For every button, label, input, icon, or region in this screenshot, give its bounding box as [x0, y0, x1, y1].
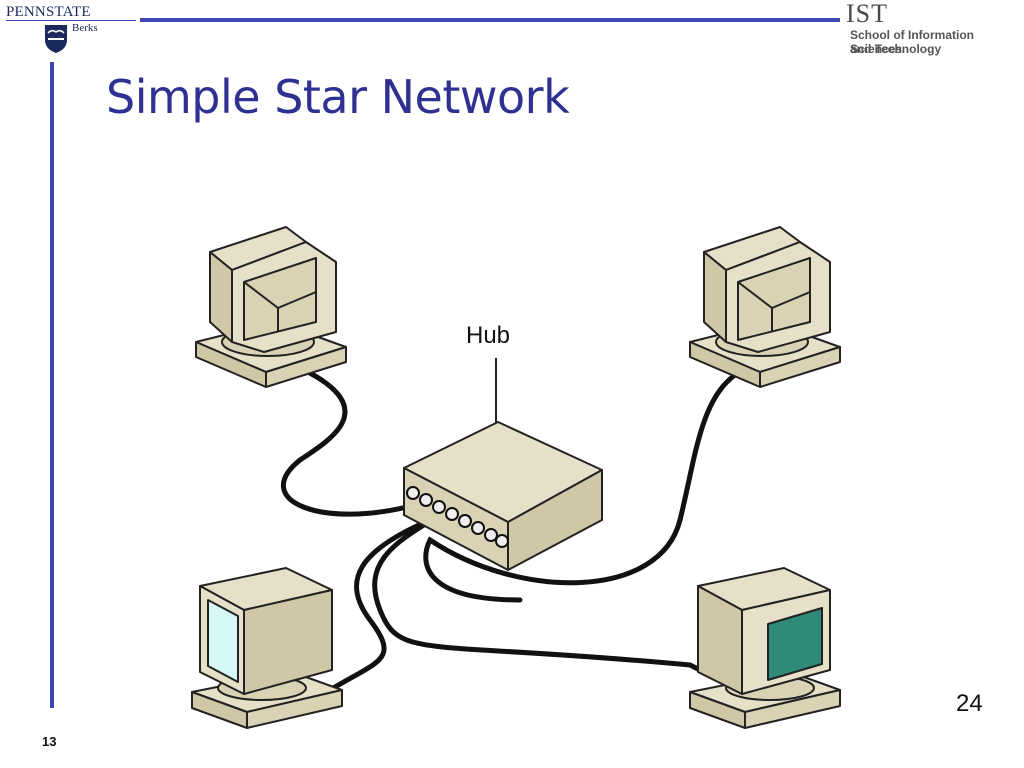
school-name-line1: School of Information Sciences [850, 28, 974, 56]
header-rule [140, 18, 840, 22]
slide-number: 13 [42, 734, 57, 749]
school-name-line2: and Technology [850, 42, 942, 56]
header-rule-left [6, 20, 136, 21]
hub-label: Hub [466, 322, 511, 349]
pennstate-wordmark: PENNSTATE [6, 4, 91, 20]
hub-port [432, 500, 446, 514]
computer-bottom-left [191, 567, 343, 729]
screen-teal [767, 607, 823, 681]
campus-name: Berks [72, 22, 98, 34]
hub-port [419, 493, 433, 507]
hub-port [484, 528, 498, 542]
hub-port [458, 514, 472, 528]
network-cables [281, 369, 738, 693]
computer-bottom-right [689, 567, 841, 729]
page-number: 24 [956, 690, 983, 717]
computer-top-left [195, 226, 347, 388]
ist-logo: IST [846, 0, 888, 28]
hub-port [471, 521, 485, 535]
hub-port [445, 507, 459, 521]
screen-light [207, 599, 239, 683]
pennstate-shield-icon [45, 25, 67, 53]
hub-port [406, 486, 420, 500]
left-accent-bar [50, 62, 54, 708]
slide-title: Simple Star Network [106, 70, 570, 124]
hub-port [495, 534, 509, 548]
hub-device [403, 358, 603, 571]
computer-top-right [689, 226, 841, 388]
